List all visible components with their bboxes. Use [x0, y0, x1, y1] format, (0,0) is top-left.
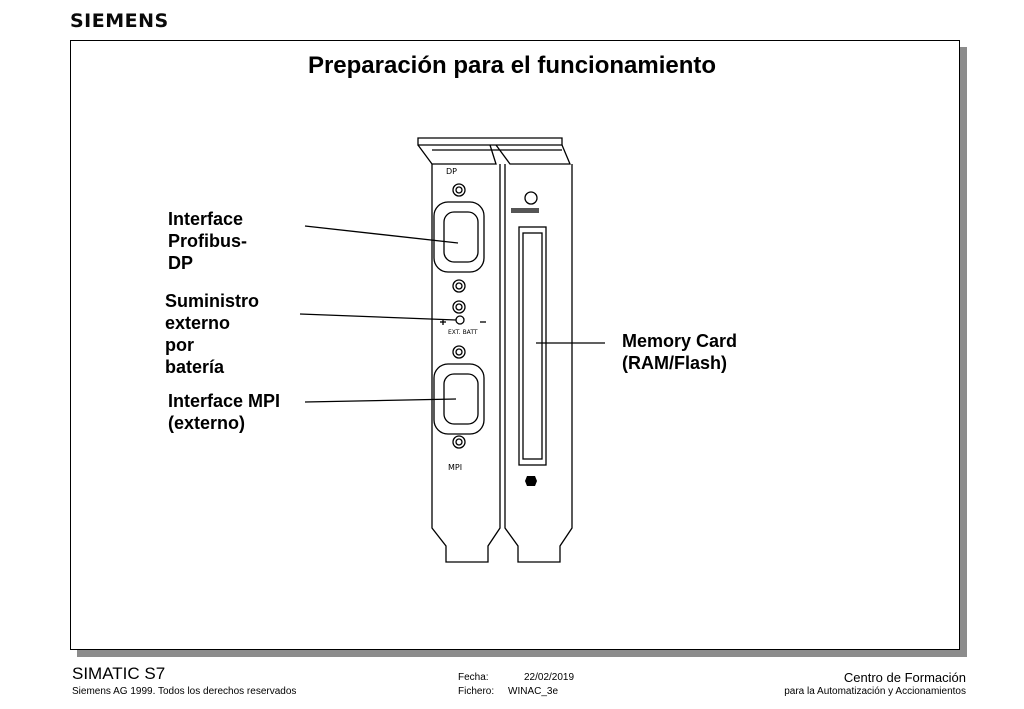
- memory-card-label: Memory Card (RAM/Flash): [622, 331, 738, 373]
- mpi-port-label: MPI: [448, 463, 462, 472]
- training-center-title: Centro de Formación: [843, 670, 966, 685]
- ext-batt-port-label: EXT. BATT: [448, 329, 478, 336]
- file-label: Fichero:: [458, 686, 495, 697]
- file-value: WINAC_3e: [508, 686, 559, 697]
- date-value: 22/02/2019: [524, 672, 575, 683]
- date-label: Fecha:: [458, 672, 489, 683]
- product-name: SIMATIC S7: [72, 664, 166, 683]
- dp-port-label: DP: [446, 167, 457, 176]
- mpi-interface-label: Interface MPI (externo): [168, 391, 281, 433]
- siemens-logo: SIEMENS: [70, 10, 169, 32]
- external-battery-label: Suministro externo por batería: [165, 291, 260, 377]
- profibus-interface-label: Interface Profibus- DP: [168, 209, 247, 273]
- slide-frame: [70, 40, 960, 650]
- training-center-subtitle: para la Automatización y Accionamientos: [784, 686, 966, 697]
- copyright-notice: Siemens AG 1999. Todos los derechos rese…: [72, 686, 297, 697]
- slide-title: Preparación para el funcionamiento: [307, 52, 717, 79]
